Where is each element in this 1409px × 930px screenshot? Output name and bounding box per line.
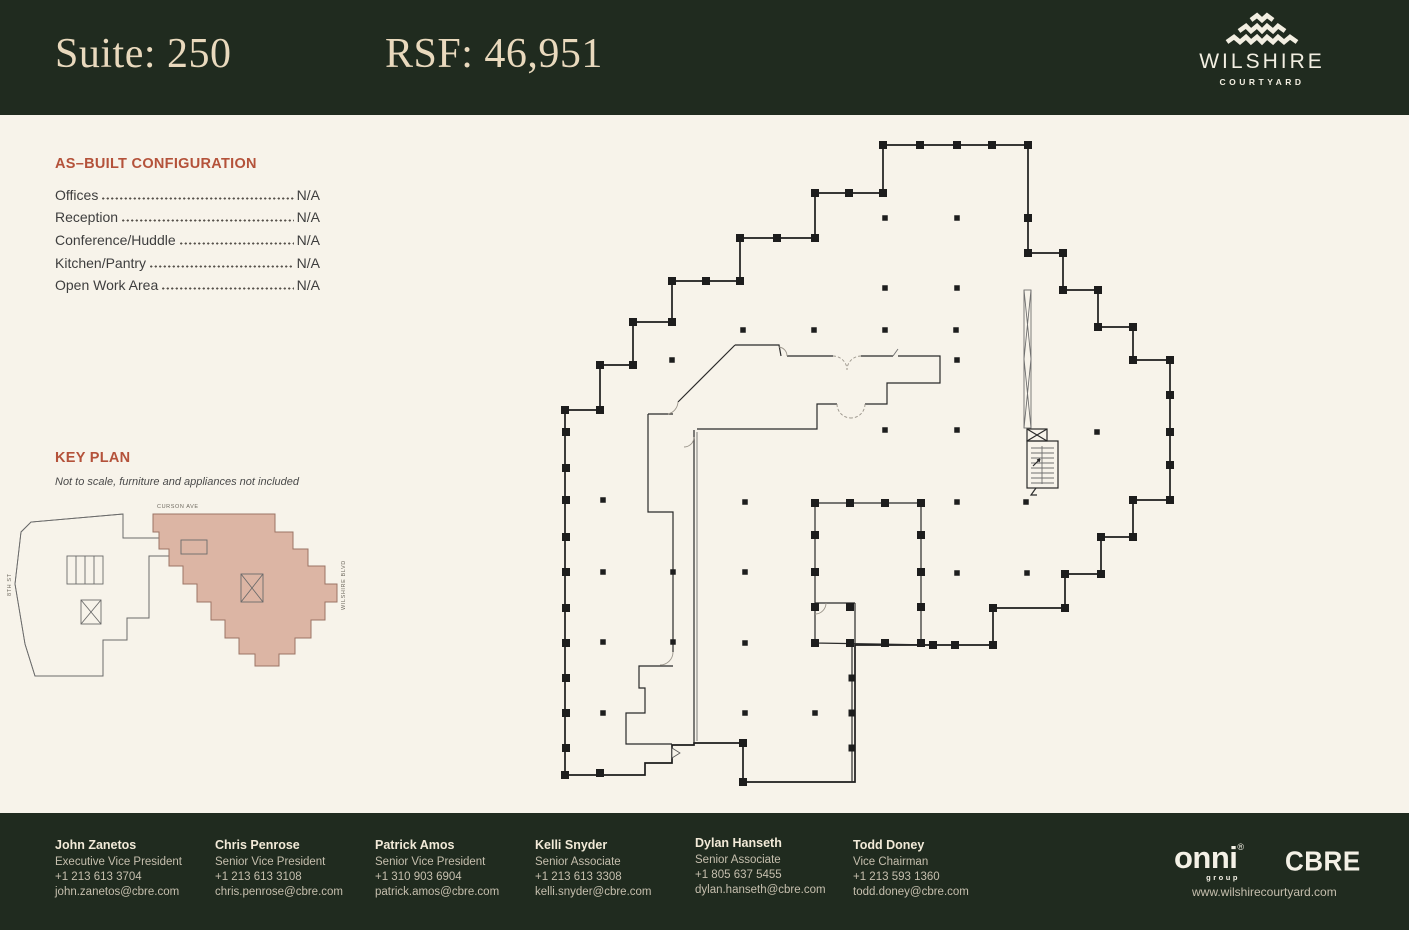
config-value: N/A bbox=[296, 277, 320, 294]
contact-name: John Zanetos bbox=[55, 838, 137, 852]
contact-name: Todd Doney bbox=[853, 838, 925, 852]
contact-phone: +1 213 613 3108 bbox=[215, 871, 302, 883]
door-arcs bbox=[659, 346, 866, 759]
floor-plan bbox=[561, 141, 1174, 786]
contact-email: todd.doney@cbre.com bbox=[853, 886, 969, 898]
contact-phone: +1 310 903 6904 bbox=[375, 871, 462, 883]
contact-email: chris.penrose@cbre.com bbox=[215, 886, 343, 898]
config-row: Offices N/A bbox=[55, 180, 320, 203]
contact-email: john.zanetos@cbre.com bbox=[55, 886, 180, 898]
wave-logo-icon bbox=[1225, 12, 1299, 46]
contact-phone: +1 213 613 3308 bbox=[535, 871, 622, 883]
onni-group-logo: onni® group bbox=[1174, 842, 1244, 882]
street-label-left: 8TH ST bbox=[7, 573, 13, 596]
contact-name: Chris Penrose bbox=[215, 838, 300, 852]
column-grid bbox=[561, 141, 1174, 786]
config-row: Open Work Area N/A bbox=[55, 271, 320, 294]
rsf-title: RSF: 46,951 bbox=[385, 31, 603, 77]
contact-name: Kelli Snyder bbox=[535, 838, 608, 852]
contact-title: Senior Associate bbox=[695, 854, 781, 866]
config-value: N/A bbox=[296, 254, 320, 271]
website-url: www.wilshirecourtyard.com bbox=[1192, 885, 1337, 899]
dotted-leader bbox=[161, 287, 294, 291]
stair-core bbox=[1026, 428, 1059, 496]
left-wing-wall bbox=[625, 414, 674, 745]
cbre-logo: CBRE bbox=[1285, 845, 1361, 877]
contact-phone: +1 213 593 1360 bbox=[853, 871, 940, 883]
corridor-walls bbox=[648, 344, 941, 743]
config-value: N/A bbox=[296, 186, 320, 203]
suite-title: Suite: 250 bbox=[55, 31, 232, 77]
config-label: Reception bbox=[55, 209, 119, 226]
key-plan-thumbnail: CURSON AVE 8TH ST WILSHIRE BLVD bbox=[7, 504, 347, 677]
dotted-leader bbox=[121, 219, 294, 223]
config-value: N/A bbox=[296, 209, 320, 226]
floor-plan-outline bbox=[564, 144, 1171, 783]
contact-card: Patrick Amos Senior Vice President +1 31… bbox=[375, 838, 530, 900]
config-row: Kitchen/Pantry N/A bbox=[55, 248, 320, 271]
contact-title: Senior Vice President bbox=[215, 856, 326, 868]
contact-card: Kelli Snyder Senior Associate +1 213 613… bbox=[535, 838, 690, 900]
config-label: Kitchen/Pantry bbox=[55, 254, 147, 271]
dotted-leader bbox=[101, 196, 294, 200]
brand-logo: WILSHIRE COURTYARD bbox=[1192, 12, 1332, 87]
as-built-list: Offices N/A Reception N/A Conference/Hud… bbox=[55, 180, 320, 294]
onni-group-subtext: group bbox=[1206, 873, 1240, 882]
config-value: N/A bbox=[296, 232, 320, 249]
brand-subname: COURTYARD bbox=[1219, 77, 1305, 87]
contact-title: Senior Associate bbox=[535, 856, 621, 868]
contact-email: kelli.snyder@cbre.com bbox=[535, 886, 652, 898]
shaft bbox=[1023, 289, 1032, 429]
key-plan-cores bbox=[66, 539, 264, 625]
config-row: Conference/Huddle N/A bbox=[55, 225, 320, 248]
key-plan-note: Not to scale, furniture and appliances n… bbox=[55, 476, 299, 488]
contact-phone: +1 213 613 3704 bbox=[55, 871, 142, 883]
contact-email: dylan.hanseth@cbre.com bbox=[695, 884, 826, 896]
contact-title: Executive Vice President bbox=[55, 856, 182, 868]
config-label: Open Work Area bbox=[55, 277, 159, 294]
contact-title: Senior Vice President bbox=[375, 856, 486, 868]
config-label: Conference/Huddle bbox=[55, 232, 176, 249]
footer-band: John Zanetos Executive Vice President +1… bbox=[0, 813, 1409, 930]
header-band: Suite: 250 RSF: 46,951 WILSHIRE COURTYAR… bbox=[0, 0, 1409, 115]
brand-name: WILSHIRE bbox=[1199, 50, 1325, 73]
registered-mark: ® bbox=[1237, 842, 1245, 852]
contact-card: Dylan Hanseth Senior Associate +1 805 63… bbox=[695, 836, 850, 898]
dotted-leader bbox=[178, 242, 294, 246]
as-built-title: AS–BUILT CONFIGURATION bbox=[55, 156, 257, 172]
key-plan-title: KEY PLAN bbox=[55, 450, 131, 466]
street-label-top: CURSON AVE bbox=[157, 504, 199, 510]
dotted-leader bbox=[149, 264, 294, 268]
onni-logo-text: onni bbox=[1174, 840, 1238, 875]
config-row: Reception N/A bbox=[55, 203, 320, 226]
contact-card: Chris Penrose Senior Vice President +1 2… bbox=[215, 838, 370, 900]
contact-name: Patrick Amos bbox=[375, 838, 455, 852]
street-label-right: WILSHIRE BLVD bbox=[341, 560, 347, 610]
contact-name: Dylan Hanseth bbox=[695, 836, 782, 850]
contact-phone: +1 805 637 5455 bbox=[695, 869, 782, 881]
config-label: Offices bbox=[55, 186, 99, 203]
contact-email: patrick.amos@cbre.com bbox=[375, 886, 500, 898]
contact-card: Todd Doney Vice Chairman +1 213 593 1360… bbox=[853, 838, 1008, 900]
contact-card: John Zanetos Executive Vice President +1… bbox=[55, 838, 210, 900]
contact-title: Vice Chairman bbox=[853, 856, 929, 868]
courtyard-colonnade bbox=[814, 502, 934, 782]
